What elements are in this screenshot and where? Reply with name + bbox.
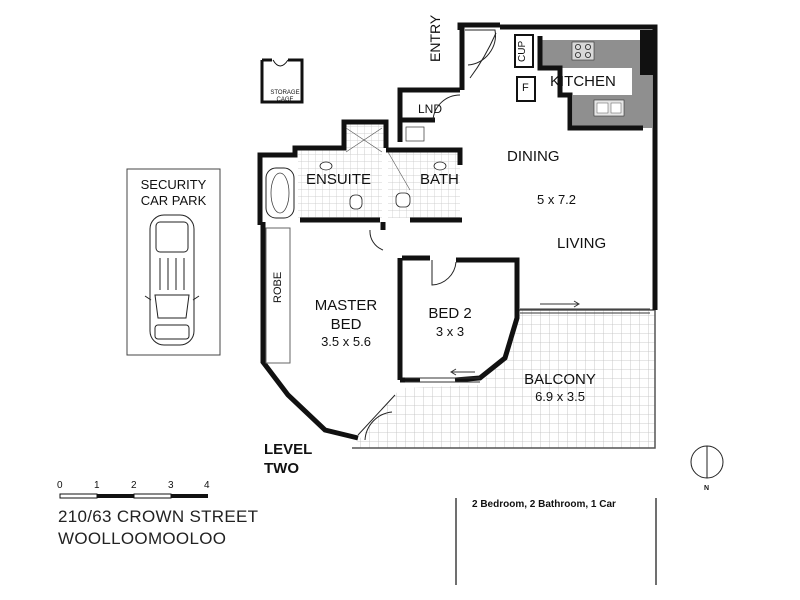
bed2-dims: 3 x 3 <box>435 324 465 339</box>
balcony-floor <box>352 310 655 448</box>
scale-tick-4: 4 <box>204 480 210 491</box>
storage-cage <box>260 58 304 104</box>
car-park-label-2: CAR PARK <box>140 193 207 208</box>
scale-tick-2: 2 <box>131 480 137 491</box>
dining-dims: 5 x 7.2 <box>537 192 577 207</box>
scale-bar <box>59 493 208 499</box>
fridge-box <box>516 76 536 102</box>
entry-label: ENTRY <box>427 14 443 62</box>
ensuite-label: ENSUITE <box>306 171 372 188</box>
living-label: LIVING <box>557 235 607 252</box>
master-bed-label: MASTER <box>314 297 378 314</box>
property-summary: 2 Bedroom, 2 Bathroom, 1 Car <box>472 499 616 510</box>
car-icon <box>144 214 200 346</box>
compass-north-label: N <box>704 485 710 492</box>
balcony-dims: 6.9 x 3.5 <box>535 389 585 404</box>
address-line-1: 210/63 CROWN STREET <box>58 507 259 526</box>
laundry-label: LND <box>418 102 443 116</box>
car-park-label: SECURITY <box>140 177 207 192</box>
compass-icon <box>690 445 724 479</box>
master-bed-label-2: BED <box>330 316 362 333</box>
door-swings <box>357 29 497 441</box>
storage-cage-label: STORAGE <box>270 90 300 96</box>
address-line-2: WOOLLOOMOOLOO <box>58 529 227 548</box>
info-bracket <box>455 498 657 585</box>
walls <box>257 22 658 441</box>
scale-tick-1: 1 <box>94 480 100 491</box>
sliding-doors <box>405 300 650 383</box>
storage-cage-label-2: CAGE <box>276 97 294 103</box>
scale-tick-3: 3 <box>168 480 174 491</box>
bathtub <box>265 167 295 219</box>
cupboard-box <box>514 34 534 68</box>
kitchen-label: KITCHEN <box>550 73 616 90</box>
ensuite-floor <box>298 150 382 218</box>
dining-label: DINING <box>507 148 560 165</box>
cup-label: CUP <box>517 40 528 62</box>
master-bed-dims: 3.5 x 5.6 <box>321 334 371 349</box>
level-label-2: TWO <box>264 460 299 477</box>
balcony-outline <box>352 309 656 449</box>
fridge-label: F <box>522 82 529 94</box>
bed2-label: BED 2 <box>428 305 472 322</box>
robe-label: ROBE <box>272 271 284 303</box>
balcony-label: BALCONY <box>524 371 596 388</box>
bath-label: BATH <box>420 171 459 188</box>
robe <box>265 227 291 364</box>
level-label: LEVEL <box>264 441 313 458</box>
scale-tick-0: 0 <box>57 480 63 491</box>
